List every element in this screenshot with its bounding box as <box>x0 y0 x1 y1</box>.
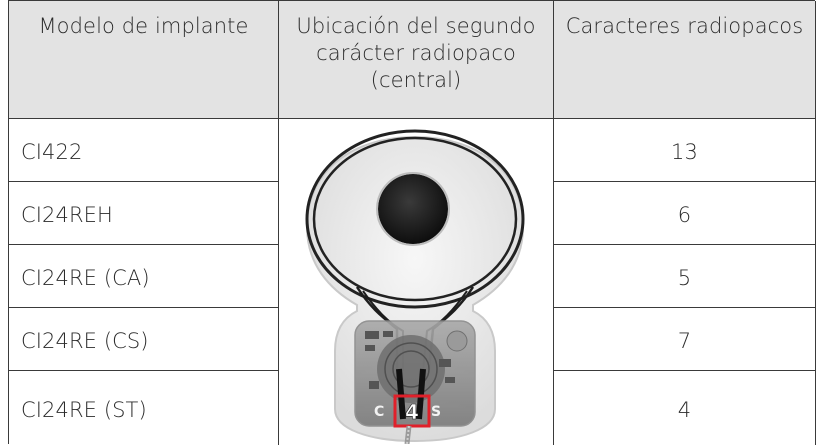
svg-text:C: C <box>374 404 384 420</box>
row-count-ci422: 13 <box>554 119 816 182</box>
row-count-ci24re-cs: 7 <box>554 308 816 371</box>
implant-image-cell: C S 4 <box>279 119 554 445</box>
row-model-ci24reh: CI24REH <box>9 182 279 245</box>
row-count-ci24reh: 6 <box>554 182 816 245</box>
row-count-ci24re-st: 4 <box>554 371 816 445</box>
row-model-ci24re-st: CI24RE (ST) <box>9 371 279 445</box>
implant-table: Modelo de implante Ubicación del segundo… <box>8 0 816 445</box>
svg-text:S: S <box>431 404 441 420</box>
magnet-icon <box>378 174 448 244</box>
header-location: Ubicación del segundo carácter radiopaco… <box>279 1 554 119</box>
row-count-ci24re-ca: 5 <box>554 245 816 308</box>
coil-outer <box>305 129 525 309</box>
row-model-ci24re-ca: CI24RE (CA) <box>9 245 279 308</box>
radiopaque-character: 4 <box>405 400 419 424</box>
coil-inner <box>312 136 518 302</box>
radiopaque-highlight-box <box>393 394 431 428</box>
row-model-ci422: CI422 <box>9 119 279 182</box>
header-count: Caracteres radiopacos <box>554 1 816 119</box>
header-model: Modelo de implante <box>9 1 279 119</box>
row-model-ci24re-cs: CI24RE (CS) <box>9 308 279 371</box>
cochlear-implant-image: C S 4 <box>305 129 525 444</box>
